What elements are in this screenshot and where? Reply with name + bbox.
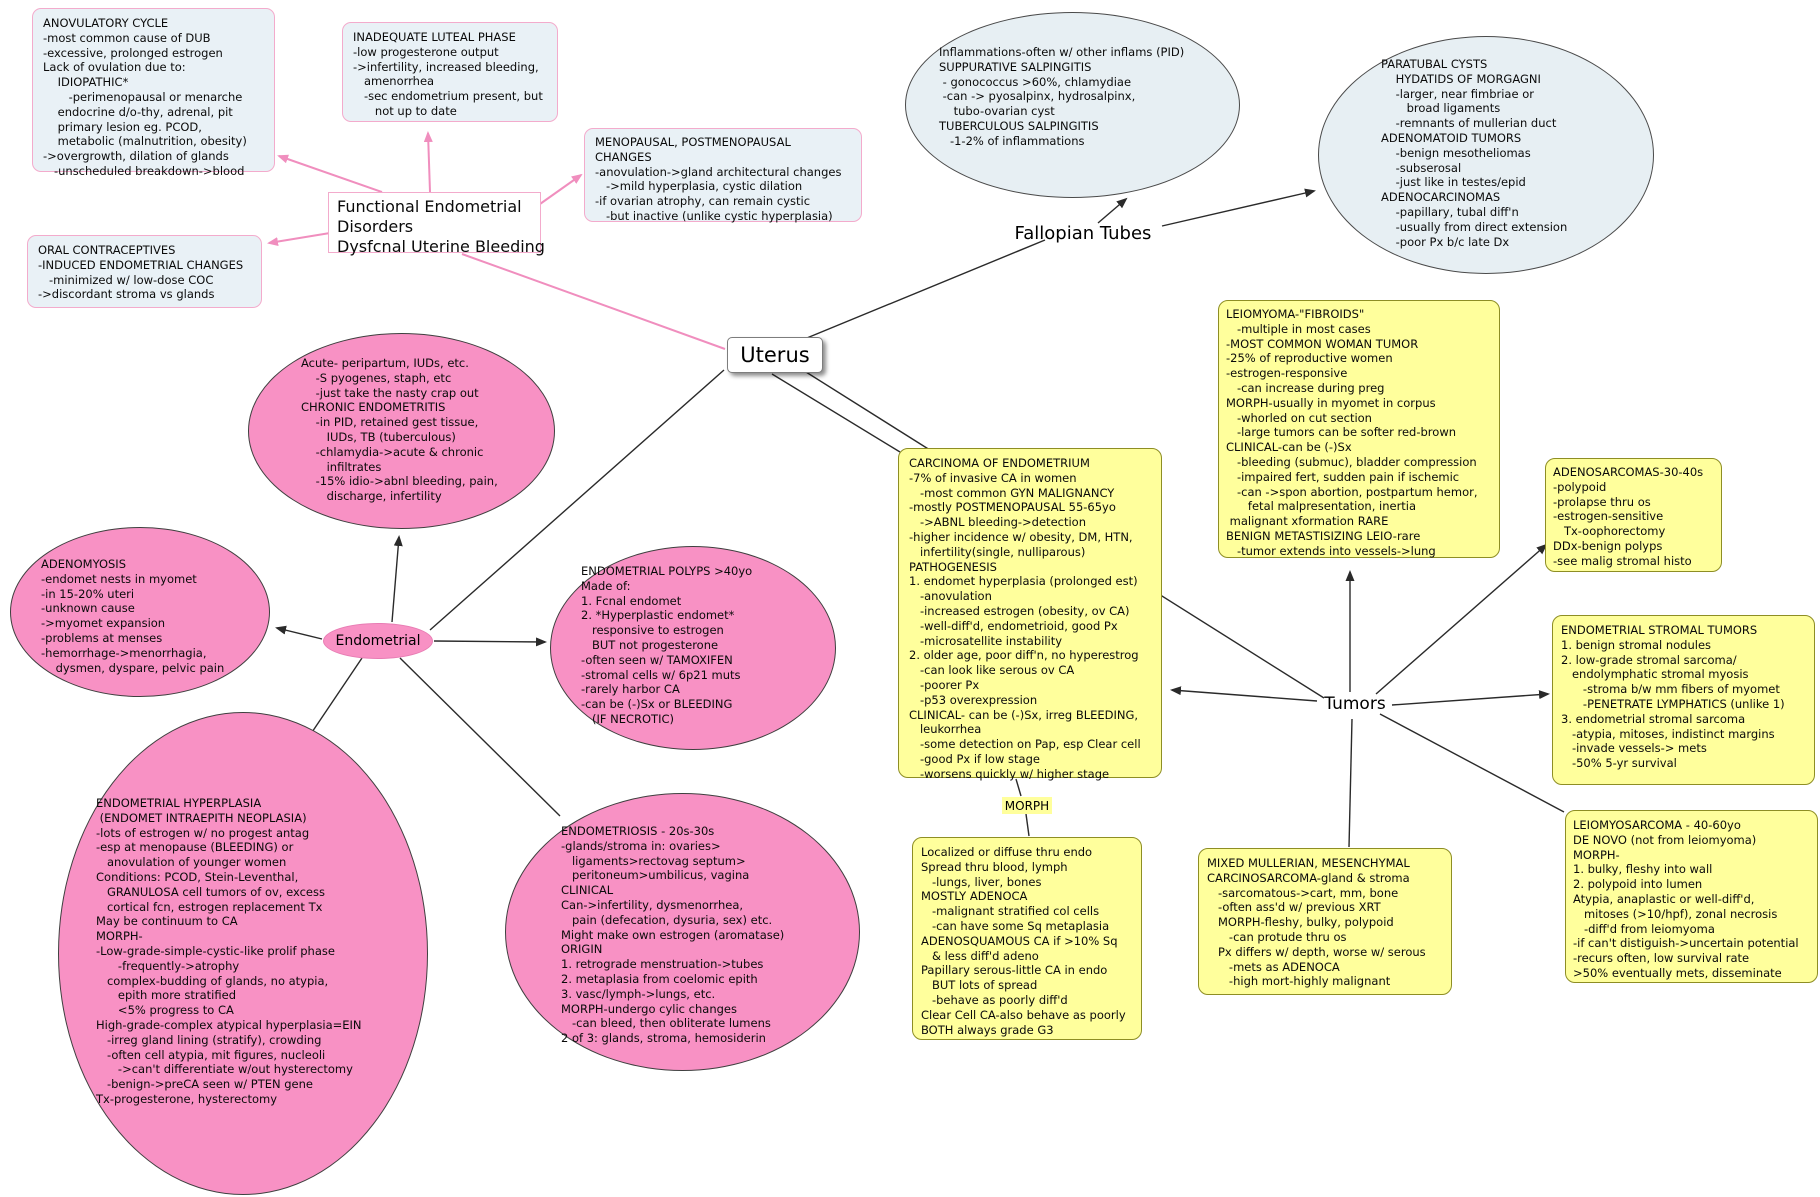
ellipse-endometrial-hyperplasia-text: ENDOMETRIAL HYPERPLASIA (ENDOMET INTRAEP… xyxy=(96,796,362,1106)
ellipse-endometrial-polyps[interactable]: ENDOMETRIAL POLYPS >40yo Made of: 1. Fcn… xyxy=(550,546,836,750)
ellipse-paratubal-cysts[interactable]: PARATUBAL CYSTS HYDATIDS OF MORGAGNI -la… xyxy=(1318,36,1654,274)
box-inadequate-luteal-phase[interactable]: INADEQUATE LUTEAL PHASE -low progesteron… xyxy=(342,22,558,122)
box-mixed-mullerian[interactable]: MIXED MULLERIAN, MESENCHYMAL CARCINOSARC… xyxy=(1198,848,1452,995)
connector-functional-to-inadequate-luteal xyxy=(423,131,433,193)
connector-functional-to-oral-contraceptives xyxy=(267,232,331,246)
ellipse-endometriosis[interactable]: ENDOMETRIOSIS - 20s-30s -glands/stroma i… xyxy=(505,793,860,1071)
connector-fallopian-to-inflammations xyxy=(1097,197,1128,224)
connector-tumors-to-mixed-mullerian xyxy=(1348,718,1353,848)
node-endometrial-text: Endometrial xyxy=(335,633,421,649)
ellipse-adenomyosis-text: ADENOMYOSIS -endomet nests in myomet -in… xyxy=(41,557,225,675)
ellipse-endometriosis-text: ENDOMETRIOSIS - 20s-30s -glands/stroma i… xyxy=(561,824,785,1046)
box-endometrial-stromal-tumors-text: ENDOMETRIAL STROMAL TUMORS 1. benign str… xyxy=(1561,623,1785,771)
ellipse-fallopian-inflammations[interactable]: Inflammations-often w/ other inflams (PI… xyxy=(905,12,1240,198)
connector-morph-to-morph-box xyxy=(1025,813,1030,837)
connector-uterus-to-fallopian-tubes xyxy=(801,239,1046,341)
box-leiomyoma[interactable]: LEIOMYOMA-"FIBROIDS" -multiple in most c… xyxy=(1218,300,1500,558)
connector-uterus-to-carcinoma xyxy=(771,373,901,453)
connector-fallopian-to-paratubal xyxy=(1161,188,1316,227)
box-adenosarcomas-text: ADENOSARCOMAS-30-40s -polypoid -prolapse… xyxy=(1553,465,1704,568)
box-functional-endometrial-disorders-text: Functional Endometrial Disorders Dysfcna… xyxy=(337,197,545,256)
box-oral-contraceptives-text: ORAL CONTRACEPTIVES -INDUCED ENDOMETRIAL… xyxy=(38,243,244,302)
box-carcinoma-endometrium[interactable]: CARCINOMA OF ENDOMETRIUM -7% of invasive… xyxy=(898,448,1162,781)
box-anovulatory-cycle[interactable]: ANOVULATORY CYCLE -most common cause of … xyxy=(32,8,275,178)
connector-endometrial-to-polyps xyxy=(433,637,547,647)
connector-tumors-to-leiomyosarcoma xyxy=(1379,713,1565,813)
connector-endometrial-to-endometriosis xyxy=(399,657,561,817)
ellipse-endometritis[interactable]: Acute- peripartum, IUDs, etc. -S pyogene… xyxy=(248,333,555,529)
box-carcinoma-morph-text: Localized or diffuse thru endo Spread th… xyxy=(921,845,1126,1037)
box-leiomyosarcoma-text: LEIOMYOSARCOMA - 40-60yo DE NOVO (not fr… xyxy=(1573,818,1799,980)
ellipse-fallopian-inflammations-text: Inflammations-often w/ other inflams (PI… xyxy=(939,45,1185,148)
connector-endometrial-to-adenomyosis xyxy=(275,625,323,640)
connector-tumors-to-carcinoma xyxy=(1170,686,1318,702)
connector-tumors-to-stromal-tumors xyxy=(1391,690,1550,706)
box-menopausal-changes[interactable]: MENOPAUSAL, POSTMENOPAUSAL CHANGES -anov… xyxy=(584,128,862,223)
box-adenosarcomas[interactable]: ADENOSARCOMAS-30-40s -polypoid -prolapse… xyxy=(1545,458,1722,572)
box-carcinoma-morph[interactable]: Localized or diffuse thru endo Spread th… xyxy=(912,837,1142,1040)
box-mixed-mullerian-text: MIXED MULLERIAN, MESENCHYMAL CARCINOSARC… xyxy=(1207,856,1426,989)
box-oral-contraceptives[interactable]: ORAL CONTRACEPTIVES -INDUCED ENDOMETRIAL… xyxy=(27,235,262,308)
label-morph-text: MORPH xyxy=(1004,798,1050,813)
box-leiomyosarcoma[interactable]: LEIOMYOSARCOMA - 40-60yo DE NOVO (not fr… xyxy=(1565,810,1818,983)
ellipse-endometrial-hyperplasia[interactable]: ENDOMETRIAL HYPERPLASIA (ENDOMET INTRAEP… xyxy=(58,712,428,1195)
box-inadequate-luteal-phase-text: INADEQUATE LUTEAL PHASE -low progesteron… xyxy=(353,30,543,118)
box-menopausal-changes-text: MENOPAUSAL, POSTMENOPAUSAL CHANGES -anov… xyxy=(595,135,842,223)
node-endometrial[interactable]: Endometrial xyxy=(323,623,433,659)
connector-uterus-to-endometrial xyxy=(429,369,725,631)
label-fallopian-tubes-text: Fallopian Tubes xyxy=(1014,222,1152,244)
node-uterus-text: Uterus xyxy=(740,343,810,367)
label-tumors[interactable]: Tumors xyxy=(1315,693,1395,715)
connector-carcinoma-to-morph xyxy=(1015,778,1022,797)
box-carcinoma-endometrium-text: CARCINOMA OF ENDOMETRIUM -7% of invasive… xyxy=(909,456,1141,781)
box-leiomyoma-text: LEIOMYOMA-"FIBROIDS" -multiple in most c… xyxy=(1226,307,1478,558)
ellipse-endometritis-text: Acute- peripartum, IUDs, etc. -S pyogene… xyxy=(301,356,498,504)
label-fallopian-tubes[interactable]: Fallopian Tubes xyxy=(1008,222,1158,244)
ellipse-endometrial-polyps-text: ENDOMETRIAL POLYPS >40yo Made of: 1. Fcn… xyxy=(581,564,753,726)
ellipse-paratubal-cysts-text: PARATUBAL CYSTS HYDATIDS OF MORGAGNI -la… xyxy=(1381,57,1568,249)
connector-functional-to-menopausal xyxy=(539,173,583,205)
label-morph[interactable]: MORPH xyxy=(1002,797,1052,814)
box-anovulatory-cycle-text: ANOVULATORY CYCLE -most common cause of … xyxy=(43,16,247,178)
box-functional-endometrial-disorders[interactable]: Functional Endometrial Disorders Dysfcna… xyxy=(328,192,545,256)
node-uterus[interactable]: Uterus xyxy=(727,337,823,373)
box-endometrial-stromal-tumors[interactable]: ENDOMETRIAL STROMAL TUMORS 1. benign str… xyxy=(1552,615,1815,785)
connector-functional-to-uterus xyxy=(461,253,726,350)
connector-tumors-to-adenosarcomas xyxy=(1375,543,1548,695)
ellipse-adenomyosis[interactable]: ADENOMYOSIS -endomet nests in myomet -in… xyxy=(10,527,270,697)
label-tumors-text: Tumors xyxy=(1324,694,1386,714)
connector-endometrial-to-endometritis xyxy=(391,535,403,623)
connector-functional-to-anovulatory xyxy=(277,154,383,193)
